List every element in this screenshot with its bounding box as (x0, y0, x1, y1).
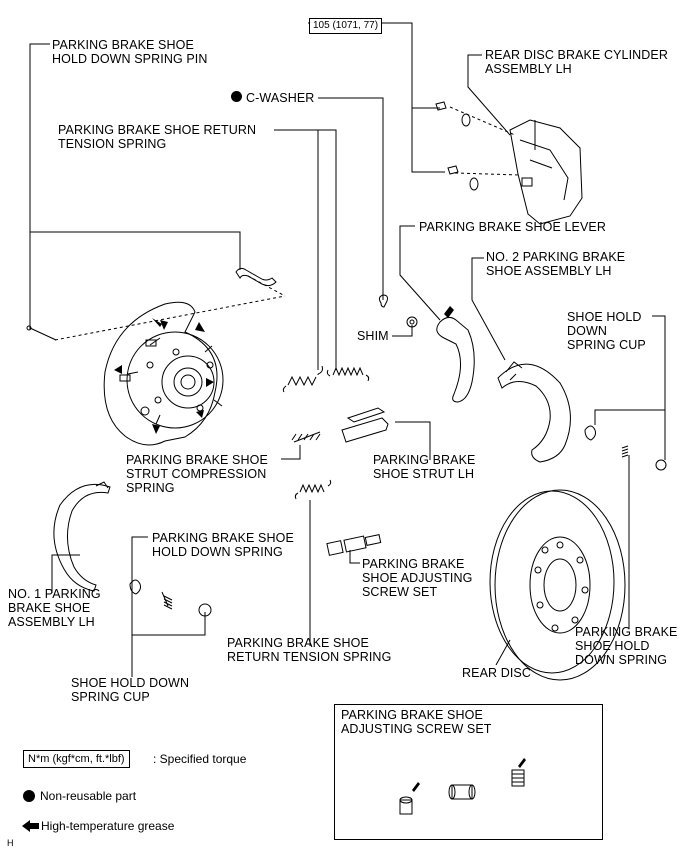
label-cup-right: SHOE HOLD DOWN SPRING CUP (567, 310, 646, 352)
legend-non-reusable-dot (23, 790, 35, 802)
label-return-tension-spring-top: PARKING BRAKE SHOE RETURN TENSION SPRING (58, 123, 257, 151)
label-hold-down-spring-right: PARKING BRAKE SHOE HOLD DOWN SPRING (575, 625, 678, 667)
inset-parts (399, 769, 525, 815)
grease-arrows (114, 306, 526, 792)
hold-down-spring-left-part (161, 591, 173, 610)
label-cylinder: REAR DISC BRAKE CYLINDER ASSEMBLY LH (485, 48, 668, 76)
c-washer-part (378, 294, 388, 308)
label-hold-down-spring-left: PARKING BRAKE SHOE HOLD DOWN SPRING (152, 531, 294, 559)
spring-clip-part (235, 267, 277, 287)
non-reusable-marker-c-washer (231, 91, 242, 102)
legend-torque-desc: : Specified torque (153, 752, 247, 766)
cup-right-lower (655, 459, 667, 471)
legend-grease: High-temperature grease (41, 819, 175, 833)
cylinder-assembly-part (509, 119, 583, 225)
label-strut-lh: PARKING BRAKE SHOE STRUT LH (373, 453, 476, 481)
shim-part (406, 316, 418, 328)
no2-shoe-part (497, 363, 571, 463)
return-spring-lower (294, 479, 332, 500)
corner-mark: H (7, 838, 14, 848)
label-cup-left: SHOE HOLD DOWN SPRING CUP (71, 676, 190, 704)
label-no2-shoe: NO. 2 PARKING BRAKE SHOE ASSEMBLY LH (486, 250, 626, 278)
label-c-washer: C-WASHER (246, 91, 315, 105)
return-spring-right (326, 366, 370, 382)
inset-title: PARKING BRAKE SHOE ADJUSTING SCREW SET (341, 708, 492, 736)
inset-adjusting-screw-set (334, 704, 603, 840)
hold-down-spring-right-part (621, 445, 629, 458)
hold-down-spring-pin-part (26, 325, 57, 341)
legend-grease-arrow-icon (22, 820, 39, 832)
label-rear-disc: REAR DISC (462, 666, 531, 680)
cup-right-part (584, 425, 596, 441)
cup-left-part (129, 579, 141, 595)
leader-lines (29, 22, 666, 677)
legend-non-reusable: Non-reusable part (40, 789, 137, 803)
label-strut-compression-spring: PARKING BRAKE SHOE STRUT COMPRESSION SPR… (126, 453, 268, 495)
return-spring-upper (282, 365, 323, 393)
label-adjusting-screw-set: PARKING BRAKE SHOE ADJUSTING SCREW SET (362, 557, 473, 599)
torque-value-box: 105 (1071, 77) (309, 18, 383, 34)
adjusting-screw-set-part (326, 534, 382, 556)
cup-left-lower (198, 603, 212, 617)
label-return-tension-spring-bottom: PARKING BRAKE SHOE RETURN TENSION SPRING (227, 636, 392, 664)
strut-lh-part (341, 407, 389, 443)
rear-disc-part (489, 489, 626, 681)
label-hold-down-spring-pin: PARKING BRAKE SHOE HOLD DOWN SPRING PIN (52, 38, 208, 66)
legend-torque-box: N*m (kgf*cm, ft.*lbf) (23, 750, 130, 768)
label-shoe-lever: PARKING BRAKE SHOE LEVER (419, 220, 606, 234)
shoe-lever-part (436, 316, 475, 403)
label-no1-shoe: NO. 1 PARKING BRAKE SHOE ASSEMBLY LH (8, 587, 101, 629)
no1-shoe-part (53, 483, 111, 592)
strut-compression-spring-part (291, 431, 321, 443)
label-shim: SHIM (357, 329, 389, 343)
backing-plate-part (103, 301, 224, 446)
